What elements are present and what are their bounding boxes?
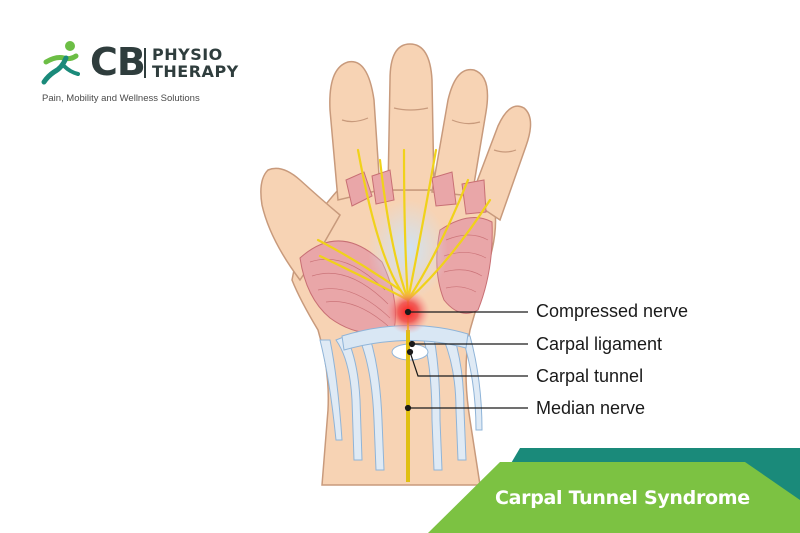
palm-highlight bbox=[368, 200, 448, 300]
finger-creases bbox=[341, 107, 517, 153]
banner-green-shape bbox=[428, 462, 800, 533]
logo-name-line2: THERAPY bbox=[152, 62, 239, 81]
label-carpal-ligament: Carpal ligament bbox=[536, 334, 663, 354]
label-median-nerve: Median nerve bbox=[536, 398, 646, 418]
label-leaders bbox=[404, 308, 528, 412]
runner-figure-icon bbox=[41, 41, 80, 85]
muscle-striations bbox=[309, 234, 489, 327]
label-carpal-tunnel: Carpal tunnel bbox=[536, 366, 644, 386]
banner-title: Carpal Tunnel Syndrome bbox=[495, 487, 750, 509]
logo-tagline: Pain, Mobility and Wellness Solutions bbox=[42, 93, 200, 104]
logo-name-line1: PHYSIO bbox=[152, 45, 223, 64]
brand-logo[interactable]: CB PHYSIO THERAPY Pain, Mobility and Wel… bbox=[40, 38, 260, 118]
wrist-tendons bbox=[319, 335, 483, 471]
logo-mark: CB bbox=[90, 40, 146, 84]
carpal-ligament bbox=[341, 325, 469, 351]
logo-divider bbox=[144, 48, 146, 78]
label-compressed-nerve: Compressed nerve bbox=[536, 301, 689, 321]
